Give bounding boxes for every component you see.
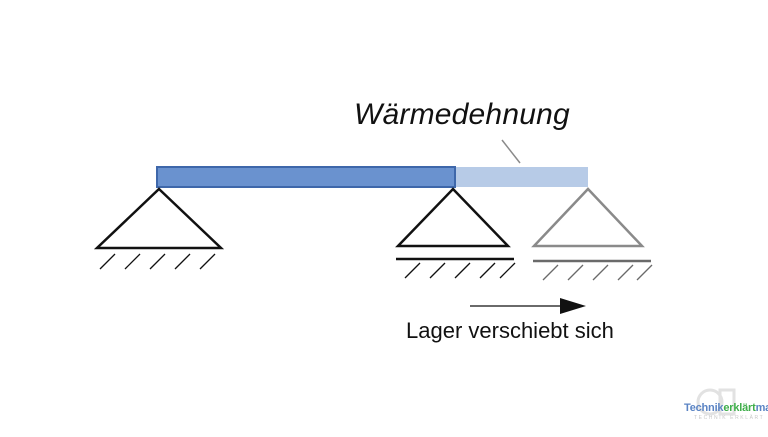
movable-support-triangle [395,187,511,248]
shift-arrow-head [560,298,586,314]
watermark-tagline: TECHNIK ERKLÄRT [694,415,765,421]
movable-support-hatch [404,262,516,279]
watermark-brand-part2: erklärt [723,402,756,414]
expansion-label: Wärmedehnung [354,98,570,131]
shifted-support [531,187,653,281]
expansion-leader-line [501,139,521,164]
watermark-brand-part3: mathe.de [755,402,768,414]
fixed-support [93,187,225,270]
shifted-support-triangle [531,187,645,248]
shift-label: Lager verschiebt sich [406,318,614,343]
beam [156,166,456,188]
watermark-brand: Technikerklärtmathe.de [684,402,768,414]
movable-support [395,187,516,279]
fixed-support-triangle [93,187,225,250]
beam-expansion [455,167,588,187]
shift-arrow [470,298,586,314]
shifted-support-hatch [542,264,653,281]
watermark-brand-part1: Technik [684,402,724,414]
fixed-support-hatch [99,253,216,270]
watermark: Technikerklärtmathe.de TECHNIK ERKLÄRT [684,388,768,428]
watermark-logo-icon [696,388,736,416]
